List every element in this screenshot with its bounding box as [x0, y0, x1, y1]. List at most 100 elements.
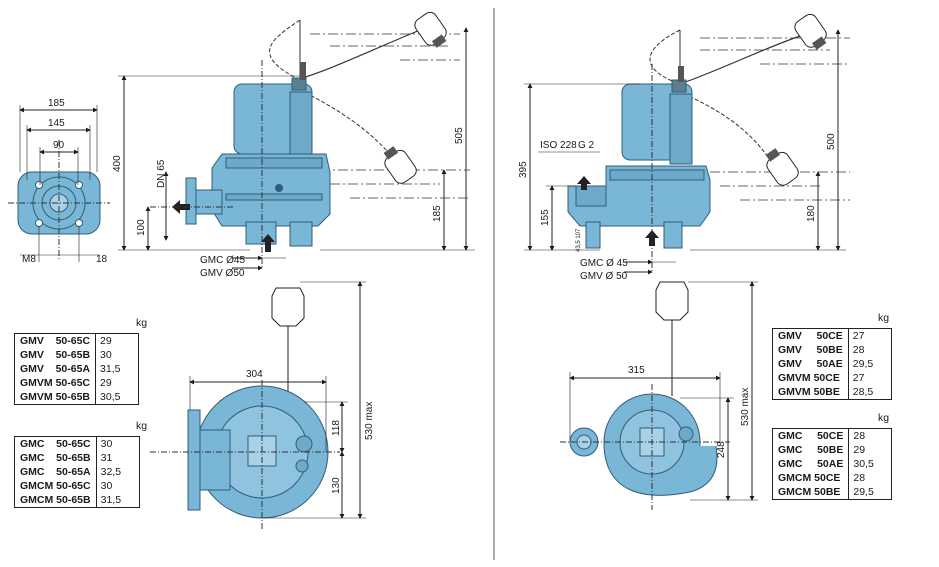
model-name: GMC 50-65B	[14, 451, 97, 465]
model-name: GMC 50BE	[771, 443, 850, 457]
dim-400: 400	[112, 155, 123, 172]
model-name: GMC 50CE	[771, 428, 850, 443]
weight-value: 28	[848, 471, 893, 485]
flange-view	[8, 105, 110, 262]
weight-value: 29,5	[848, 357, 892, 371]
weight-value: 30,5	[95, 390, 140, 405]
dim-100: 100	[136, 219, 147, 236]
model-name: GMV 50-65C	[13, 333, 97, 348]
weight-value: 30,5	[848, 457, 893, 471]
unit-kg: kg	[136, 420, 148, 432]
dim-530max-r: 530 max	[740, 388, 751, 426]
weight-value: 30	[96, 479, 140, 493]
weight-value: 29	[848, 443, 893, 457]
dim-iso228: ISO 228	[540, 140, 577, 151]
dim-530max: 530 max	[364, 402, 375, 440]
dim-gmc-45-r: GMC Ø 45	[580, 258, 628, 269]
dim-185-height: 185	[432, 205, 443, 222]
model-name: GMVM 50BE	[772, 385, 849, 400]
weight-value: 29	[95, 333, 140, 348]
left-side-view	[118, 11, 475, 271]
model-name: GMCM 50BE	[771, 485, 850, 500]
model-name: GMV 50-65A	[13, 362, 97, 376]
dim-gmc-45: GMC Ø45	[200, 255, 245, 266]
dim-small: 43,5 107	[576, 228, 582, 252]
model-name: GMV 50-65B	[13, 348, 97, 362]
weight-value: 31,5	[96, 493, 140, 508]
dim-185: 185	[48, 98, 65, 109]
weight-value: 30	[96, 436, 140, 451]
right-side-view	[524, 13, 850, 275]
dim-dn65: DN 65	[156, 159, 167, 188]
weight-value: 27	[848, 328, 892, 343]
model-name: GMVM 50-65B	[13, 390, 97, 405]
model-name: GMC 50-65A	[14, 465, 97, 479]
weight-value: 28,5	[848, 385, 892, 400]
model-name: GMCM 50CE	[771, 471, 850, 485]
dim-505: 505	[454, 127, 465, 144]
model-name: GMCM 50-65B	[14, 493, 97, 508]
unit-kg: kg	[136, 317, 148, 329]
left-top-view	[150, 281, 366, 530]
dim-g2: G 2	[578, 140, 595, 151]
weight-value: 30	[95, 348, 140, 362]
model-name: GMV 50CE	[772, 328, 849, 343]
model-name: GMCM 50-65C	[14, 479, 97, 493]
weight-value: 28	[848, 343, 892, 357]
unit-kg: kg	[878, 312, 890, 324]
model-name: GMC 50AE	[771, 457, 850, 471]
dim-145: 145	[48, 118, 65, 129]
model-name: GMV 50BE	[772, 343, 849, 357]
dim-395: 395	[518, 161, 529, 178]
dim-304: 304	[246, 369, 263, 380]
weight-value: 32,5	[96, 465, 140, 479]
dim-315: 315	[628, 365, 645, 376]
dim-248: 248	[716, 441, 727, 458]
model-name: GMVM 50-65C	[13, 376, 97, 390]
model-name: GMVM 50CE	[772, 371, 849, 385]
dim-18: 18	[96, 254, 108, 265]
weight-value: 27	[848, 371, 892, 385]
dim-180: 180	[806, 205, 817, 222]
dim-118: 118	[331, 420, 342, 436]
weight-value: 31,5	[95, 362, 140, 376]
dim-90: 90	[53, 140, 65, 151]
weight-value: 29,5	[848, 485, 893, 500]
dim-500: 500	[826, 133, 837, 150]
dim-155: 155	[540, 209, 551, 226]
dim-gmv-50-r: GMV Ø 50	[580, 271, 628, 282]
weight-value: 31	[96, 451, 140, 465]
unit-kg: kg	[878, 412, 890, 424]
weight-value: 29	[95, 376, 140, 390]
weight-value: 28	[848, 428, 893, 443]
dim-gmv-50: GMV Ø50	[200, 268, 245, 279]
model-name: GMC 50-65C	[14, 436, 97, 451]
right-top-view	[560, 281, 758, 510]
dim-130: 130	[331, 477, 342, 494]
